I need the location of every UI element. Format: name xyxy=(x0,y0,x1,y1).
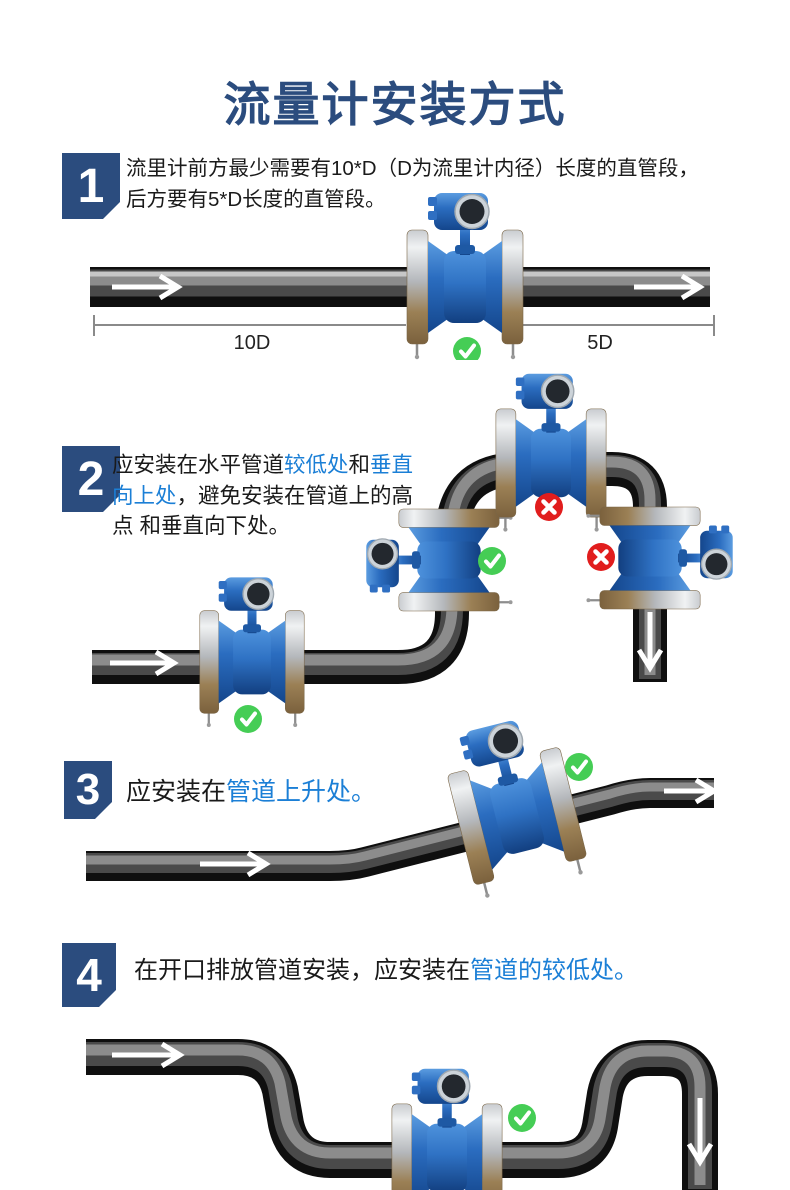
check-icon xyxy=(451,335,483,360)
page-title: 流量计安装方式 xyxy=(223,78,567,131)
check-icon xyxy=(563,751,595,783)
step-2-badge: 2 xyxy=(62,446,120,512)
flowmeter-on-incline xyxy=(436,718,592,902)
step-3-badge: 3 xyxy=(64,761,112,819)
step-1-text: 流里计前方最少需要有10*D（D为流里计内径）长度的直管段，后方要有5*D长度的… xyxy=(126,157,699,211)
step-4-badge: 4 xyxy=(62,943,116,1007)
flow-arrow-icon xyxy=(110,612,664,677)
flowmeter-horizontal-low xyxy=(198,576,306,729)
step-4-number: 4 xyxy=(76,949,102,1001)
flowmeter xyxy=(405,191,525,360)
flow-arrow-icon xyxy=(200,777,719,878)
check-icon xyxy=(506,1102,538,1134)
cross-icon xyxy=(535,493,563,521)
pipe xyxy=(92,452,667,684)
step-3-number: 3 xyxy=(75,765,101,814)
flowmeter-low-point xyxy=(390,1067,504,1190)
pipe xyxy=(86,778,714,881)
figure-rising-pipe xyxy=(86,718,719,902)
step-4-text: 在开口排放管道安装，应安装在管道的较低处。 xyxy=(134,957,638,984)
step-3-text: 应安装在管道上升处。 xyxy=(126,778,377,806)
figure-straight-pipe: 10D 5D xyxy=(90,191,715,360)
dim-label-10d: 10D xyxy=(234,332,271,354)
flow-arrow-icon xyxy=(112,1041,714,1167)
figure-riser-pipe xyxy=(92,372,734,735)
figure-discharge-pipe xyxy=(86,1039,718,1190)
dim-label-5d: 5D xyxy=(587,332,613,354)
dimension-line xyxy=(93,315,715,336)
cross-icon xyxy=(587,543,615,571)
pipe xyxy=(86,1039,718,1190)
check-icon xyxy=(476,545,508,577)
flow-arrow-icon xyxy=(112,273,705,301)
step-1-badge: 1 xyxy=(62,153,120,219)
step-1-number: 1 xyxy=(77,159,105,213)
pipe xyxy=(90,267,710,307)
step-2-text: 应安装在水平管道较低处和垂直向上处，避免安装在管道上的高点 和垂直向下处。 xyxy=(112,453,414,538)
step-2-number: 2 xyxy=(77,452,105,506)
